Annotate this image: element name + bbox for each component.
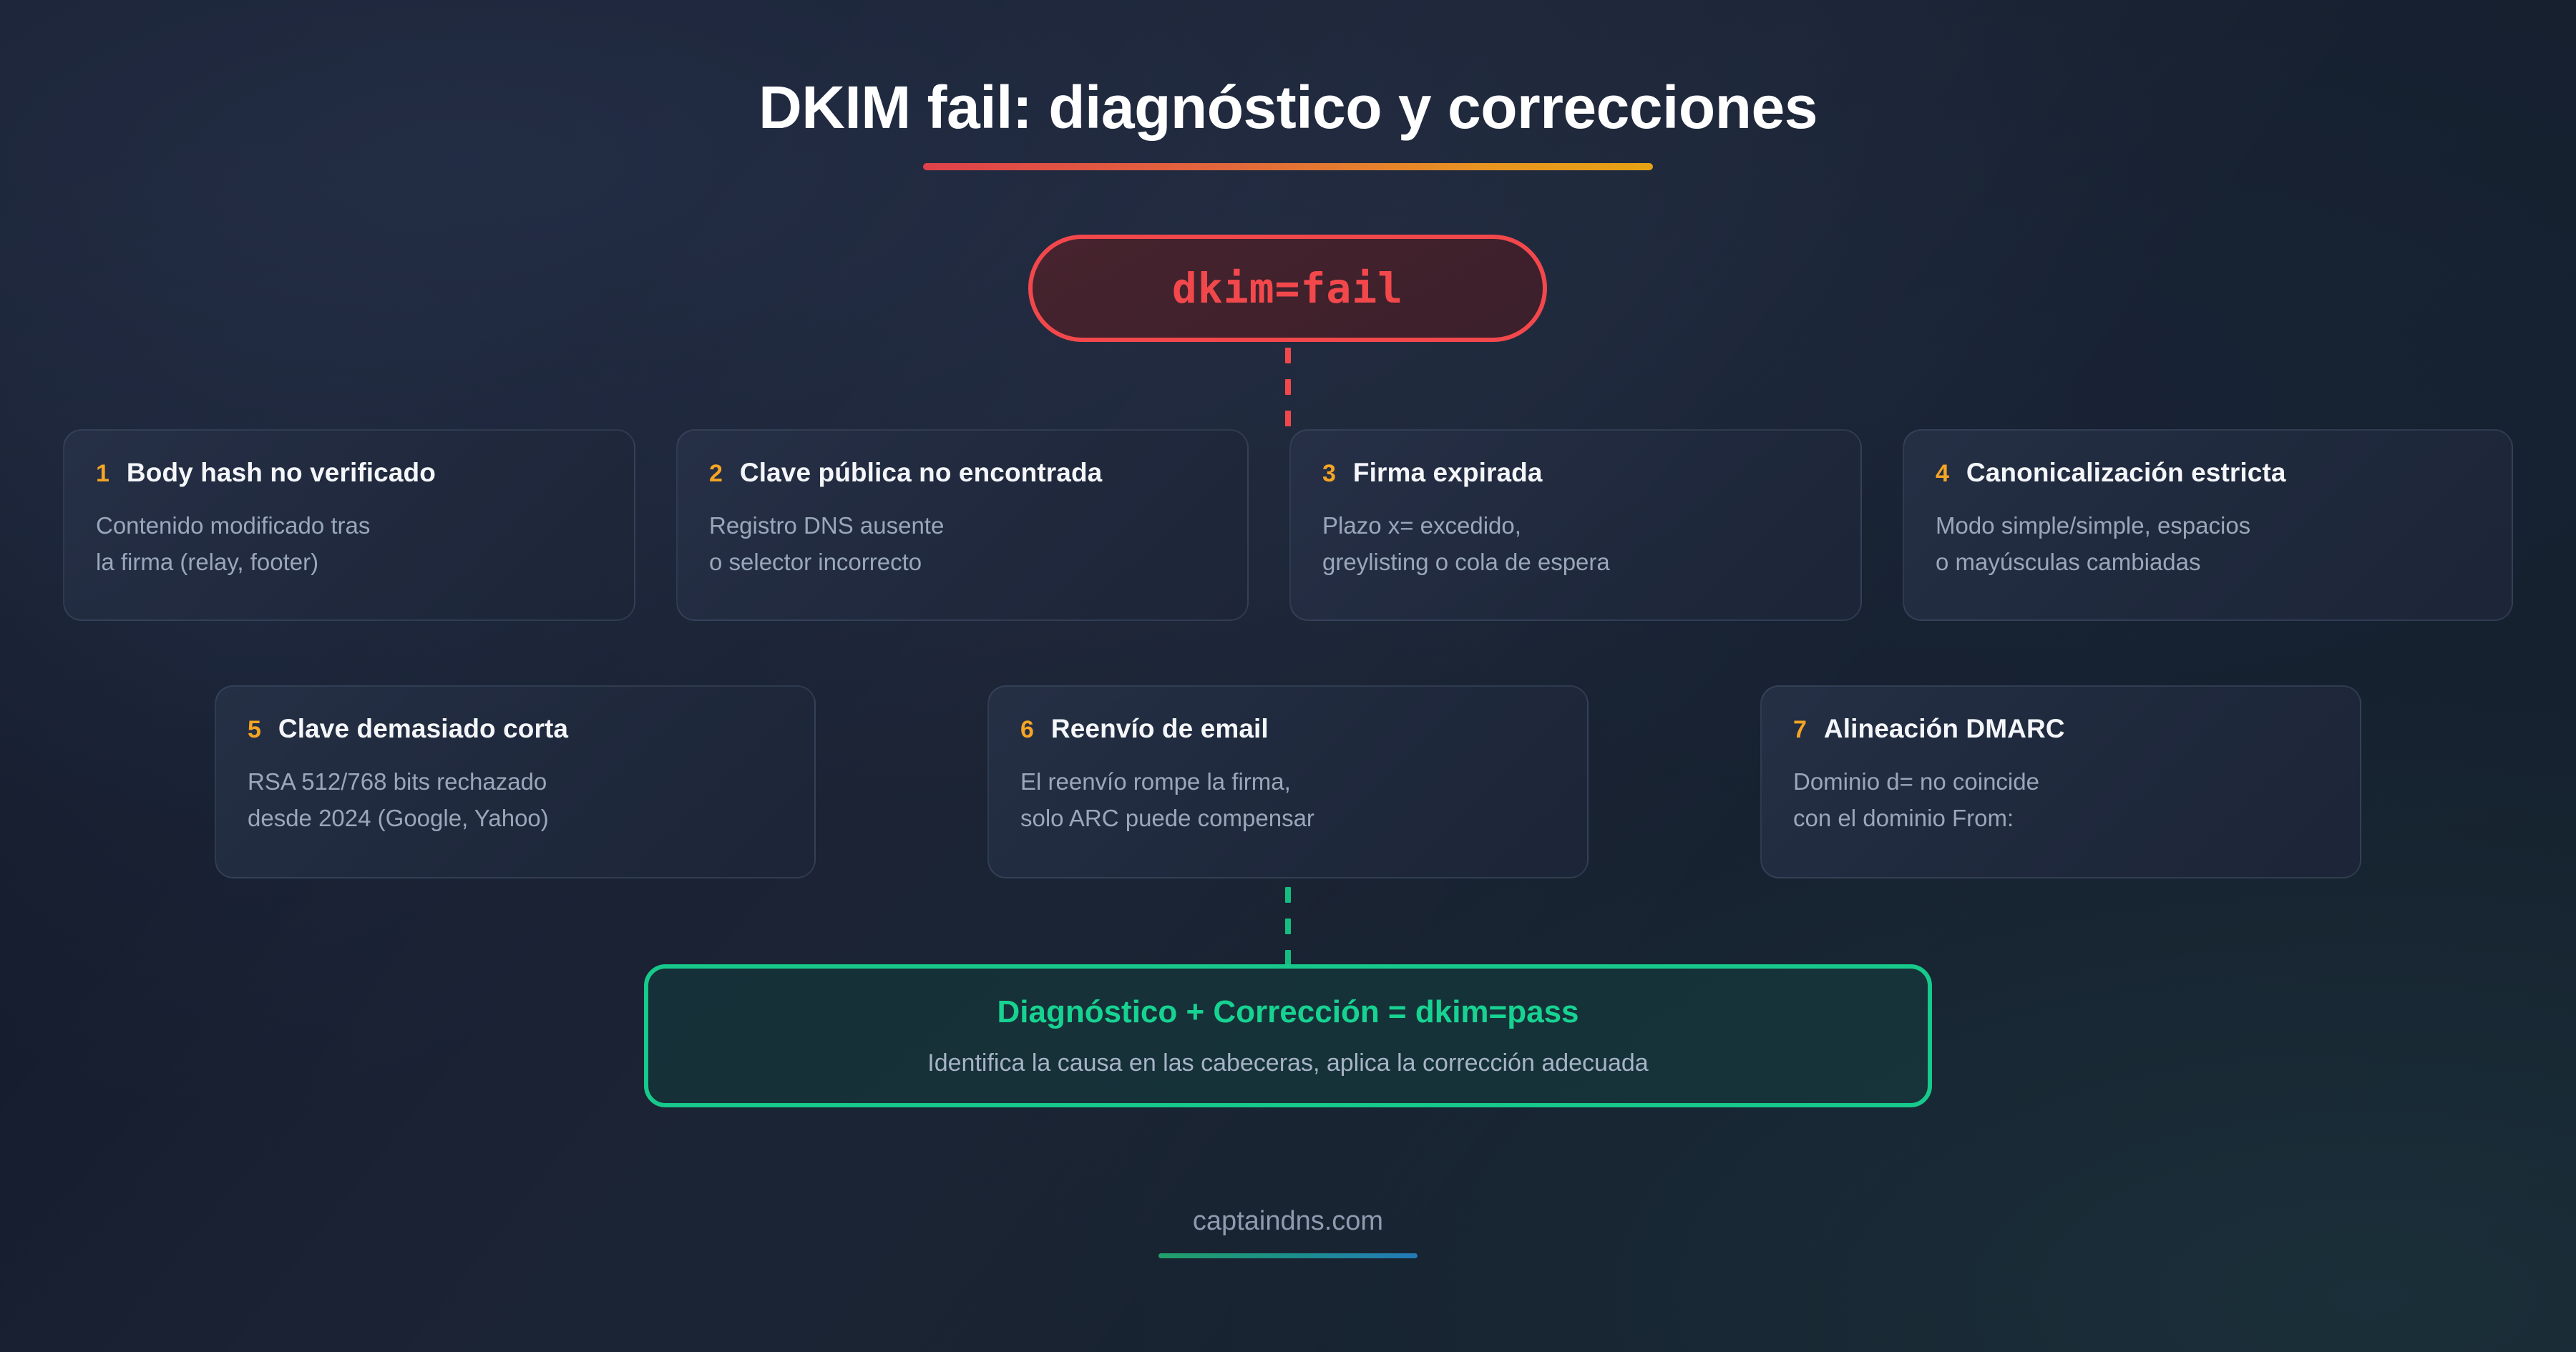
cause-card-7-title: Alineación DMARC [1823,714,2065,743]
cause-card-6-description: El reenvío rompe la firma, solo ARC pued… [1020,768,1314,832]
cause-card-1: 1 Body hash no verificado Contenido modi… [63,429,635,621]
cause-card-5-title: Clave demasiado corta [278,714,569,743]
cause-card-7-description: Dominio d= no coincide con el dominio Fr… [1793,768,2039,832]
cause-card-2-head: 2 Clave pública no encontrada [709,459,1216,486]
cause-card-7-head: 7 Alineación DMARC [1793,715,2328,742]
connector-badge-to-causes [1285,348,1291,426]
result-title: Diagnóstico + Corrección = dkim=pass [997,994,1579,1029]
cause-card-5-head: 5 Clave demasiado corta [248,715,783,742]
cause-card-3-description: Plazo x= excedido, greylisting o cola de… [1322,512,1610,576]
cause-card-5-number: 5 [248,716,261,743]
cause-card-7: 7 Alineación DMARC Dominio d= no coincid… [1760,685,2361,878]
cause-card-2-number: 2 [709,460,723,487]
cause-card-6-head: 6 Reenvío de email [1020,715,1556,742]
cause-card-4-title: Canonicalización estricta [1966,458,2286,487]
cause-card-1-head: 1 Body hash no verificado [96,459,602,486]
cause-card-5-description: RSA 512/768 bits rechazado desde 2024 (G… [248,768,549,832]
cause-card-6: 6 Reenvío de email El reenvío rompe la f… [987,685,1589,878]
cause-card-4-head: 4 Canonicalización estricta [1936,459,2480,486]
cause-card-3-head: 3 Firma expirada [1322,459,1829,486]
cause-card-1-number: 1 [96,460,109,487]
cause-card-3-title: Firma expirada [1352,458,1543,487]
page-title: DKIM fail: diagnóstico y correcciones [758,74,1818,141]
title-block: DKIM fail: diagnóstico y correcciones [0,77,2576,170]
cause-card-4-number: 4 [1936,460,1949,487]
cause-card-5: 5 Clave demasiado corta RSA 512/768 bits… [215,685,816,878]
cause-card-7-number: 7 [1793,716,1807,743]
cause-card-2-title: Clave pública no encontrada [739,458,1103,487]
footer-site-label: captaindns.com [1192,1206,1384,1236]
dkim-fail-badge: dkim=fail [1028,235,1547,342]
cause-card-1-title: Body hash no verificado [126,458,436,487]
cause-card-1-description: Contenido modificado tras la firma (rela… [96,512,371,576]
cause-card-4-description: Modo simple/simple, espacios o mayúscula… [1936,512,2251,576]
footer-block: captaindns.com [0,1208,2576,1258]
footer-underline-rule [1158,1253,1418,1258]
cause-card-3-number: 3 [1322,460,1336,487]
cause-card-4: 4 Canonicalización estricta Modo simple/… [1903,429,2513,621]
title-underline-rule [923,163,1653,170]
result-subtitle: Identifica la causa en las cabeceras, ap… [927,1049,1649,1077]
result-box: Diagnóstico + Corrección = dkim=pass Ide… [644,964,1932,1107]
cause-card-6-number: 6 [1020,716,1034,743]
dkim-fail-badge-label: dkim=fail [1171,264,1404,313]
connector-causes-to-result [1285,887,1291,966]
cause-card-2-description: Registro DNS ausente o selector incorrec… [709,512,945,576]
cause-card-3: 3 Firma expirada Plazo x= excedido, grey… [1289,429,1862,621]
cause-card-6-title: Reenvío de email [1050,714,1269,743]
cause-card-2: 2 Clave pública no encontrada Registro D… [676,429,1249,621]
